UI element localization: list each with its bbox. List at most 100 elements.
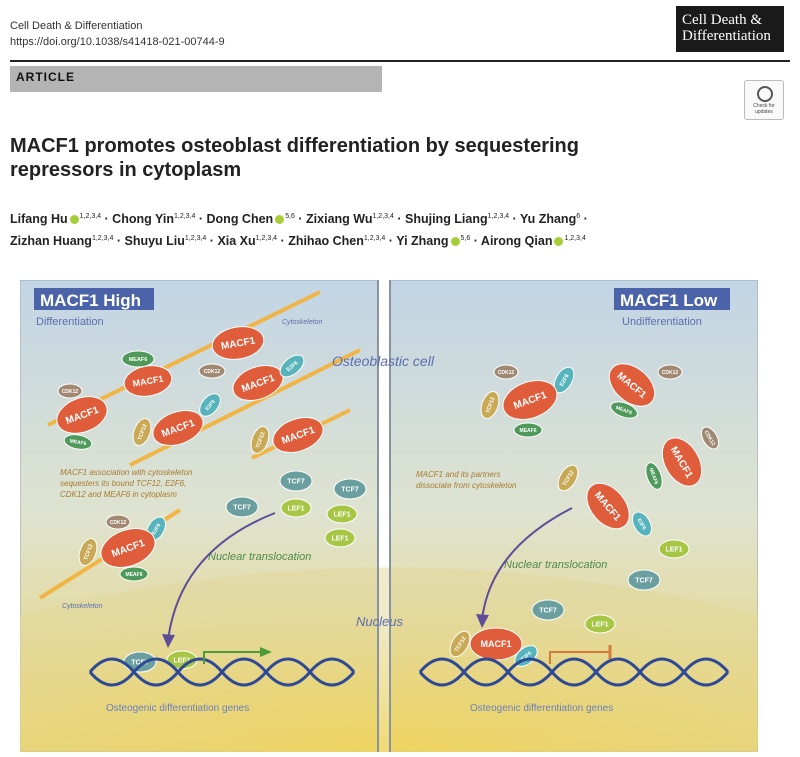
e2f6-label: E2F6 (636, 518, 647, 532)
tcf12-label: TCF12 (485, 396, 496, 414)
e2f6-label: E2F6 (559, 373, 571, 387)
lef1-label: LEF1 (287, 505, 304, 512)
panel-title-low: MACF1 Low (620, 291, 718, 310)
author-label: Shuyu Liu (124, 234, 185, 248)
right-caption-line-1: MACF1 and its partners (416, 470, 500, 479)
cdk12-label: CDK12 (662, 370, 679, 376)
macf1-molecule: MACF1 (100, 528, 156, 568)
cell-label: Osteoblastic cell (332, 353, 435, 369)
tcf7-molecule: TCF7 (531, 599, 565, 621)
meaf6-molecule: MEAF6 (119, 566, 149, 582)
macf1-molecule: MACF1 (211, 326, 265, 360)
translocation-label-right: Nuclear translocation (504, 559, 607, 571)
panel-subtitle-high: Differentiation (36, 316, 104, 328)
tcf7-molecule: TCF7 (123, 651, 157, 673)
author-separator: · (509, 212, 520, 226)
author-name[interactable]: Shujing Liang1,2,3,4 (405, 212, 509, 226)
dna-strand-right (418, 657, 730, 687)
meaf6-label: MEAF6 (129, 357, 148, 363)
activation-arrow (203, 651, 260, 664)
orcid-icon[interactable] (69, 215, 79, 224)
author-name[interactable]: Yu Zhang6 (520, 212, 580, 226)
author-name[interactable]: Chong Yin1,2,3,4 (112, 212, 195, 226)
orcid-icon[interactable] (554, 237, 564, 246)
e2f6-molecule: E2F6 (632, 511, 652, 537)
tcf7-label: TCF7 (131, 659, 149, 666)
lef1-molecule: LEF1 (658, 539, 690, 559)
tcf7-label: TCF7 (539, 607, 557, 614)
author-label: Zizhan Huang (10, 234, 92, 248)
author-label: Dong Chen (206, 212, 274, 226)
panel-title-high: MACF1 High (40, 291, 141, 310)
author-label: Shujing Liang (405, 212, 488, 226)
author-separator: · (294, 212, 307, 226)
macf1-molecule: MACF1 (586, 482, 630, 530)
cdk12-molecule: CDK12 (198, 363, 226, 379)
tcf12-label: TCF12 (255, 431, 266, 449)
tcf12-label: TCF12 (137, 423, 148, 441)
title-line-1: MACF1 promotes osteoblast differentiatio… (10, 135, 579, 157)
check-updates-button[interactable]: Check for updates (744, 80, 784, 120)
meaf6-label: MEAF6 (648, 467, 660, 485)
cdk12-molecule: CDK12 (57, 383, 83, 399)
author-name[interactable]: Xia Xu1,2,3,4 (217, 234, 277, 248)
affiliation-marker: 1,2,3,4 (564, 234, 586, 242)
panel-subtitle-low: Undifferentiation (622, 316, 702, 328)
affiliation-marker: 1,2,3,4 (173, 212, 196, 220)
translocation-arrow-right (481, 507, 573, 621)
e2f6-molecule: E2F6 (199, 393, 221, 417)
tcf12-molecule: TCF12 (557, 464, 579, 492)
macf1-molecule: MACF1 (502, 380, 558, 420)
tcf7-molecule: TCF7 (225, 496, 259, 518)
macf1-molecule: MACF1 (152, 410, 204, 446)
author-label: Chong Yin (112, 212, 174, 226)
cdk12-molecule: CDK12 (105, 514, 131, 530)
tcf7-molecule: TCF7 (333, 478, 367, 500)
author-name[interactable]: Zizhan Huang1,2,3,4 (10, 234, 113, 248)
right-caption-line-2: dissociate from cytoskeleton (416, 481, 517, 490)
macf1-molecule: MACF1 (469, 627, 523, 661)
journal-logo[interactable]: Cell Death & Differentiation (676, 6, 784, 52)
author-name[interactable]: Zixiang Wu1,2,3,4 (306, 212, 394, 226)
section-label: ARTICLE (16, 70, 75, 84)
affiliation-marker: 1,2,3,4 (79, 212, 102, 220)
tcf12-molecule: TCF12 (480, 391, 500, 419)
author-separator: · (195, 212, 207, 226)
graphical-abstract: MACF1 High Differentiation MACF1 Low Und… (20, 280, 758, 752)
meaf6-molecule: MEAF6 (121, 350, 155, 368)
e2f6-molecule: E2F6 (279, 354, 305, 378)
cytoskeleton-label: Cytoskeleton (282, 319, 323, 326)
orcid-icon[interactable] (450, 237, 460, 246)
translocation-label-left: Nuclear translocation (208, 551, 311, 563)
dna-strand-right (418, 657, 730, 687)
cdk12-molecule: CDK12 (493, 364, 519, 380)
cdk12-label: CDK12 (204, 369, 221, 375)
header-rule (10, 60, 790, 62)
author-separator: · (580, 212, 588, 226)
author-list-line-2: Zizhan Huang1,2,3,4 · Shuyu Liu1,2,3,4 ·… (10, 234, 790, 248)
doi-link[interactable]: https://doi.org/10.1038/s41418-021-00744… (10, 36, 225, 48)
meaf6-label: MEAF6 (126, 572, 143, 578)
meaf6-label: MEAF6 (69, 438, 87, 447)
lef1-label: LEF1 (173, 657, 190, 664)
tcf7-label: TCF7 (287, 478, 305, 485)
author-separator: · (393, 212, 405, 226)
title-line-2: repressors in cytoplasm (10, 159, 242, 181)
cdk12-molecule: CDK12 (657, 364, 683, 380)
lef1-molecule: LEF1 (324, 528, 356, 548)
lef1-molecule: LEF1 (280, 498, 312, 518)
e2f6-label: E2F6 (151, 523, 162, 537)
affiliation-marker: 1,2,3,4 (91, 234, 114, 242)
cdk12-molecule: CDK12 (700, 426, 720, 450)
cdk12-label: CDK12 (110, 520, 127, 526)
orcid-icon[interactable] (275, 215, 285, 224)
author-name[interactable]: Shuyu Liu1,2,3,4 (124, 234, 206, 248)
tcf12-molecule: TCF12 (132, 418, 152, 446)
author-name[interactable]: Zhihao Chen1,2,3,4 (288, 234, 385, 248)
lef1-molecule: LEF1 (584, 614, 616, 634)
repression-arrow (549, 651, 610, 664)
